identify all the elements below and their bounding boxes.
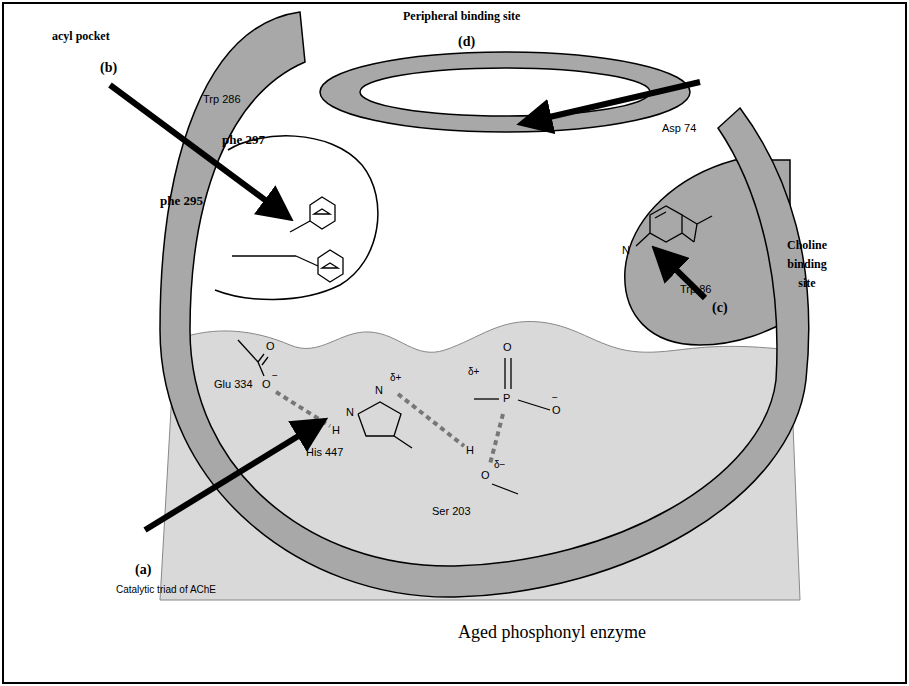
acyl-pocket: [215, 136, 378, 300]
callout-arrows: [110, 82, 705, 530]
indole-ring: [636, 206, 712, 246]
label-text: Peripheral binding site: [403, 10, 520, 24]
label-text: O: [552, 404, 561, 417]
histidine-imidazole: [358, 402, 412, 448]
label-text: (d): [458, 34, 475, 50]
label-text: phe 295: [160, 194, 203, 209]
figure-caption: Aged phosphonyl enzyme: [458, 622, 646, 643]
label-text: N: [375, 384, 383, 397]
label-text: δ+: [390, 372, 401, 384]
label-text: Catalytic triad of AChE: [116, 584, 216, 596]
label-text: δ+: [468, 366, 479, 378]
label-text: Choline binding site: [778, 236, 836, 294]
label-text: −: [552, 392, 558, 404]
label-text: H: [332, 424, 340, 437]
label-text: O: [503, 341, 512, 354]
label-text: O: [266, 340, 275, 353]
label-text: (c): [712, 300, 728, 316]
enzyme-wall: [160, 12, 809, 597]
label-text: Asp 74: [662, 122, 696, 135]
label-text: Glu 334: [214, 378, 253, 391]
label-text: H: [466, 444, 474, 457]
frame: [3, 3, 906, 683]
label-text: δ−: [494, 459, 505, 471]
label-text: Ser 203: [432, 505, 471, 518]
label-text: phe 297: [222, 133, 265, 148]
phosphonyl-bonds: [474, 358, 550, 494]
glutamate-carboxylate: [238, 340, 268, 376]
label-text: N: [346, 406, 354, 419]
label-text: (b): [100, 60, 117, 76]
label-text: His 447: [306, 446, 343, 459]
phenyl-rings: [232, 197, 343, 282]
label-text: N: [622, 244, 630, 257]
label-text: O: [262, 378, 271, 391]
label-text: (a): [135, 562, 151, 578]
label-text: O: [481, 469, 490, 482]
label-text: Trp 286: [203, 93, 241, 106]
label-text: Trp 86: [680, 283, 711, 296]
label-text: acyl pocket: [52, 30, 110, 44]
label-text: −: [272, 370, 278, 382]
label-text: P: [503, 392, 510, 405]
